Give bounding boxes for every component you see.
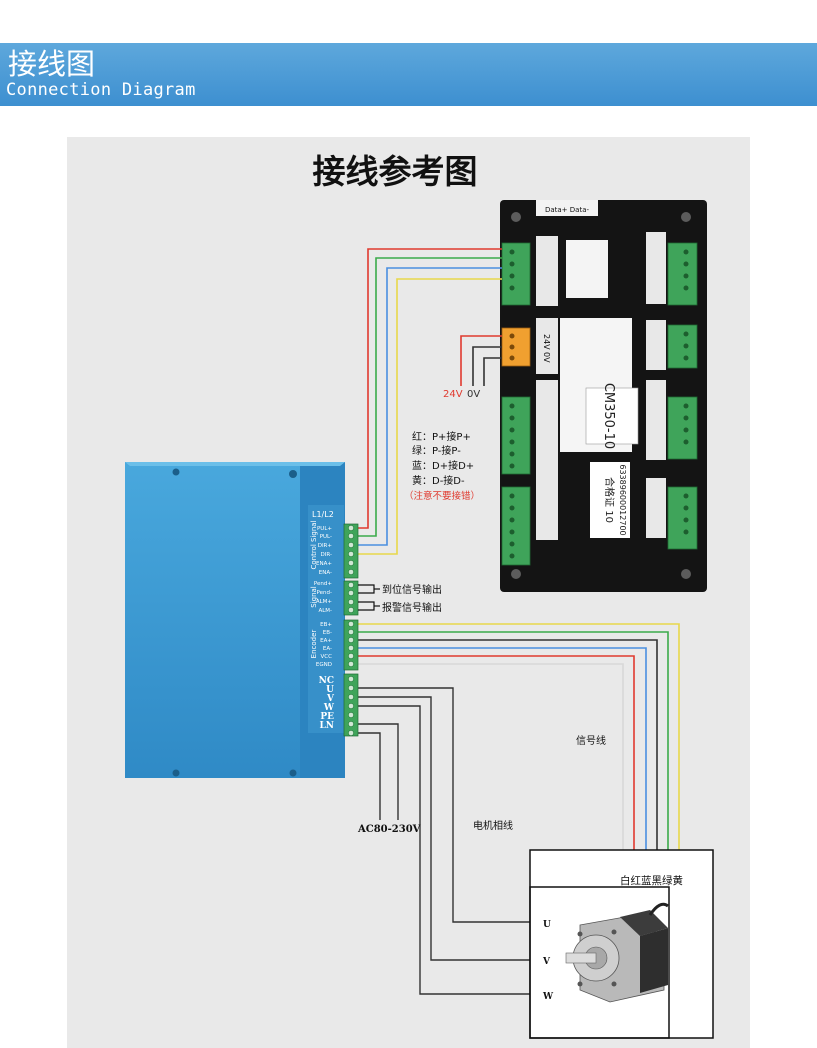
pin-pul-plus: PUL+	[317, 526, 332, 532]
motor-phase-wires	[356, 687, 540, 995]
pin-dir-minus: DIR-	[321, 552, 332, 558]
pin-v: V	[326, 694, 335, 704]
controller-top-label: Data+ Data-	[545, 206, 590, 214]
motor-line-label: 电机相线	[473, 819, 513, 832]
pin-ln: LN	[319, 721, 334, 731]
driver-control-signal-label: Control Signal	[310, 520, 318, 569]
output-signal-brackets	[358, 584, 380, 611]
motor-terminal-w: W	[542, 992, 554, 1002]
pin-alm-minus: ALM-	[318, 608, 332, 614]
servo-motor: 白红蓝黑绿黄 U V W	[529, 849, 714, 1039]
signal-line-label: 信号线	[576, 734, 606, 747]
controller-model: CM350-10	[601, 383, 616, 449]
pin-w: W	[323, 703, 335, 713]
legend-red: 红：P+接P+	[412, 430, 471, 443]
controller-unit: Data+ Data- CM350-10 合格证 10 633896000127…	[500, 200, 707, 592]
controller-terminal-0v: 0V	[542, 352, 551, 363]
pin-alm-plus: ALM+	[316, 599, 333, 605]
label-0v: 0V	[467, 389, 480, 400]
pin-eb-minus: EB-	[323, 630, 332, 636]
pin-pe: PE	[320, 712, 334, 722]
pin-egnd: EGND	[316, 662, 332, 668]
motor-terminal-u: U	[543, 920, 551, 930]
pin-eb-plus: EB+	[320, 622, 332, 628]
control-signal-wires	[356, 248, 502, 555]
controller-cert: 合格证 10	[603, 477, 616, 523]
alarm-output-label: 报警信号输出	[382, 601, 442, 614]
power-24v-wires	[460, 335, 502, 386]
header-title-cn: 接线图	[8, 47, 96, 81]
pin-vcc: VCC	[321, 654, 333, 660]
legend-note: （注意不要接错）	[404, 490, 480, 502]
motor-wire-colors-label: 白红蓝黑绿黄	[620, 874, 683, 887]
pin-u: U	[326, 685, 334, 695]
ac-voltage-label: AC80-230V	[357, 824, 421, 835]
pin-nc: NC	[319, 676, 334, 686]
pin-pul-minus: PUL-	[320, 534, 332, 540]
legend-yellow: 黄：D-接D-	[412, 474, 465, 487]
motor-terminal-v: V	[542, 957, 551, 967]
driver-encoder-label: Encoder	[310, 630, 318, 659]
servo-driver: L1/L2 Control Signal Signal Encoder PUL+…	[125, 462, 359, 778]
in-position-output-label: 到位信号输出	[382, 583, 442, 596]
pin-dir-plus: DIR+	[318, 543, 333, 549]
pin-pend-plus: Pend+	[314, 581, 332, 587]
header-title-en: Connection Diagram	[6, 80, 196, 100]
pin-ea-plus: EA+	[320, 638, 332, 644]
driver-signal-label: Signal	[310, 586, 318, 608]
ac-input-wires	[356, 723, 399, 820]
pin-ea-minus: EA-	[323, 646, 332, 652]
controller-serial: 63389600012700	[618, 464, 627, 535]
encoder-signal-wires	[356, 623, 680, 875]
label-24v: 24V	[443, 389, 463, 400]
pin-ena-plus: ENA+	[316, 561, 332, 567]
legend-green: 绿：P-接P-	[412, 444, 461, 457]
controller-terminal-24v: 24V	[542, 334, 551, 350]
section-header: 接线图 Connection Diagram	[0, 43, 817, 106]
motor-icon	[565, 902, 669, 1003]
pin-pend-minus: Pend-	[317, 590, 332, 596]
driver-l1l2-label: L1/L2	[312, 510, 334, 519]
legend-blue: 蓝：D+接D+	[412, 459, 474, 472]
wire-legend: 红：P+接P+ 绿：P-接P- 蓝：D+接D+ 黄：D-接D- （注意不要接错）	[404, 430, 480, 502]
diagram-title: 接线参考图	[313, 152, 478, 191]
pin-ena-minus: ENA-	[319, 570, 332, 576]
